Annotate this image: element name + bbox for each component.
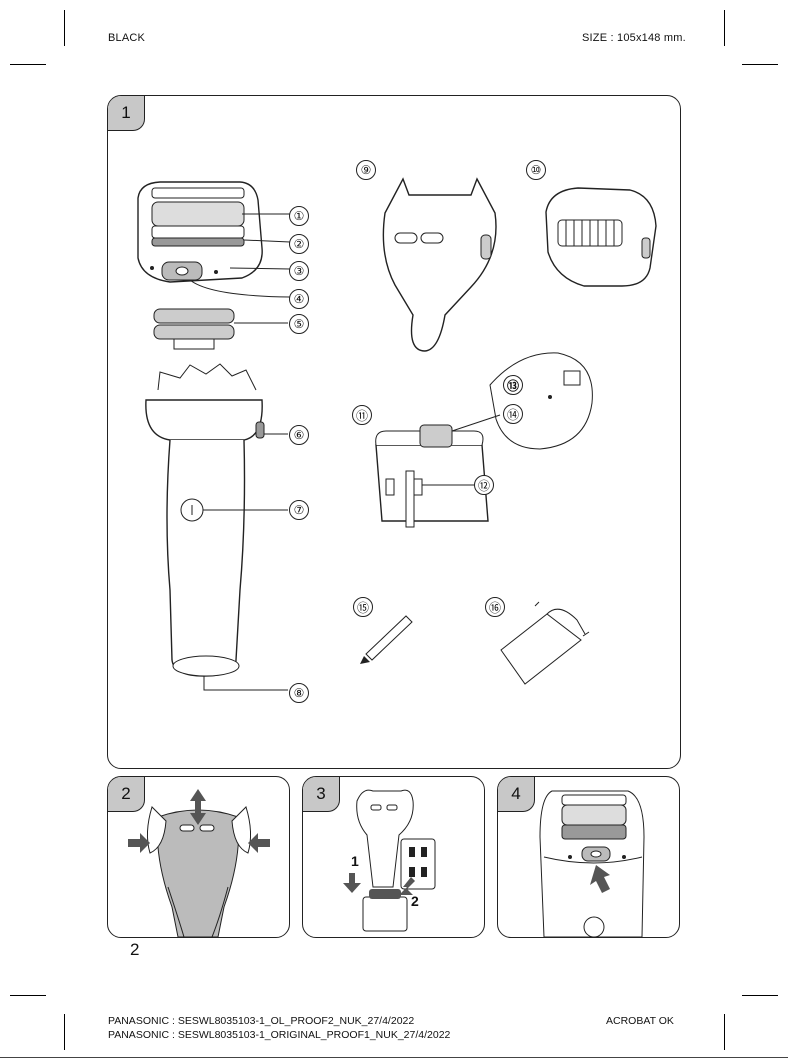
callout-14: ⑭ <box>503 404 523 424</box>
inner-blade-illustration <box>150 305 310 355</box>
callout-2: ② <box>289 234 309 254</box>
figure-panel-attach-stand: 3 1 2 <box>302 776 485 938</box>
footer-proof-line-1: PANASONIC : SESWL8035103-1_OL_PROOF2_NUK… <box>108 1014 414 1028</box>
callout-1: ① <box>289 206 309 226</box>
callout-9: ⑨ <box>356 160 376 180</box>
callout-5: ⑤ <box>289 314 309 334</box>
attach-stand-illustration <box>303 777 484 937</box>
callout-7: ⑦ <box>289 500 309 520</box>
callout-12: ⑫ <box>474 475 494 495</box>
crop-mark <box>10 995 46 996</box>
crop-mark <box>724 10 725 46</box>
figure-panel-release-head: 4 <box>497 776 680 938</box>
crop-mark <box>742 64 778 65</box>
shaver-body-illustration <box>140 360 310 692</box>
panel-number: 1 <box>108 96 145 131</box>
header-size-label: SIZE : 105x148 mm. <box>582 32 686 44</box>
callout-13: ⑬ <box>503 375 523 395</box>
header-color-label: BLACK <box>108 32 145 44</box>
callout-11: ⑪ <box>352 405 372 425</box>
figure-panel-remove-attachment: 2 <box>107 776 290 938</box>
crop-mark <box>742 995 778 996</box>
step-number-2: 2 <box>411 893 419 909</box>
bottom-rule <box>0 1057 788 1058</box>
cleaning-brush-illustration <box>360 610 420 665</box>
callout-6: ⑥ <box>289 425 309 445</box>
remove-attachment-illustration <box>108 777 289 937</box>
crop-mark <box>64 10 65 46</box>
crop-mark <box>10 64 46 65</box>
callout-10: ⑩ <box>526 160 546 180</box>
step-number-1: 1 <box>351 853 359 869</box>
charging-stand-illustration <box>370 345 600 535</box>
release-head-illustration <box>498 777 679 937</box>
footer-proof-line-2: PANASONIC : SESWL8035103-1_ORIGINAL_PROO… <box>108 1028 450 1042</box>
body-groomer-attachment-illustration <box>375 175 505 360</box>
footer-approval: ACROBAT OK <box>606 1014 674 1028</box>
crop-mark <box>724 1014 725 1050</box>
callout-3: ③ <box>289 261 309 281</box>
travel-pouch-illustration <box>495 600 595 695</box>
page-number: 2 <box>130 940 139 960</box>
trimmer-comb-attachment-illustration <box>538 182 663 292</box>
crop-mark <box>64 1014 65 1050</box>
callout-8: ⑧ <box>289 683 309 703</box>
